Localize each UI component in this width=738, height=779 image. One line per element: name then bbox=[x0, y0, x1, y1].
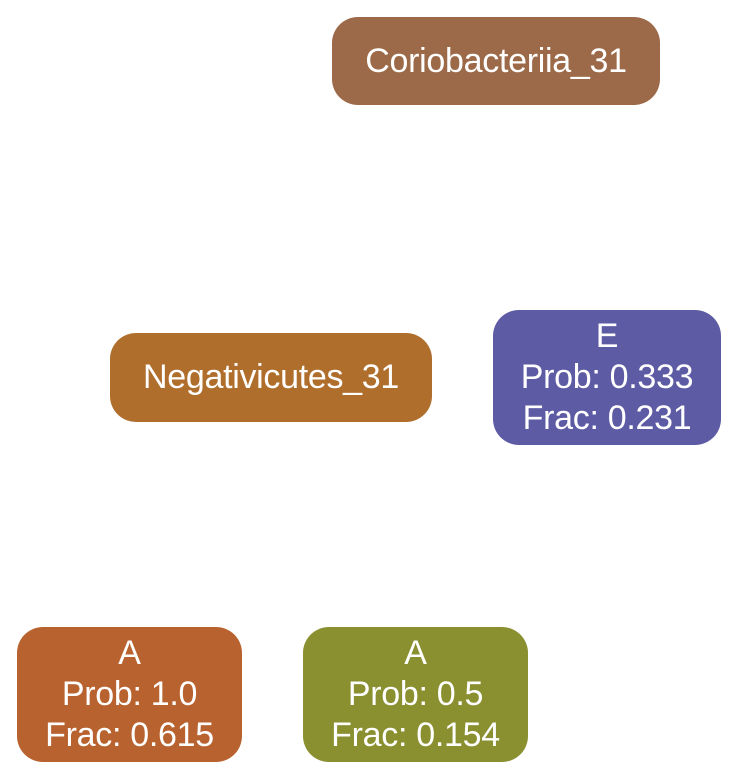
node-coriobacteriia: Coriobacteriia_31 bbox=[332, 17, 660, 105]
leaf-node-e: E Prob: 0.333 Frac: 0.231 bbox=[493, 310, 721, 445]
leaf-prob: Prob: 0.5 bbox=[347, 675, 484, 713]
leaf-name: A bbox=[118, 634, 141, 672]
leaf-prob: Prob: 1.0 bbox=[61, 675, 198, 713]
node-negativicutes: Negativicutes_31 bbox=[110, 333, 432, 422]
leaf-node-a-2: A Prob: 0.5 Frac: 0.154 bbox=[303, 627, 528, 762]
node-label: Negativicutes_31 bbox=[142, 358, 400, 396]
leaf-name: E bbox=[595, 317, 619, 355]
leaf-prob: Prob: 0.333 bbox=[520, 358, 694, 396]
leaf-node-a-1: A Prob: 1.0 Frac: 0.615 bbox=[17, 627, 242, 762]
leaf-frac: Frac: 0.615 bbox=[45, 716, 214, 754]
leaf-frac: Frac: 0.231 bbox=[522, 399, 692, 437]
leaf-frac: Frac: 0.154 bbox=[331, 716, 500, 754]
node-label: Coriobacteriia_31 bbox=[365, 41, 627, 80]
leaf-name: A bbox=[404, 634, 427, 672]
